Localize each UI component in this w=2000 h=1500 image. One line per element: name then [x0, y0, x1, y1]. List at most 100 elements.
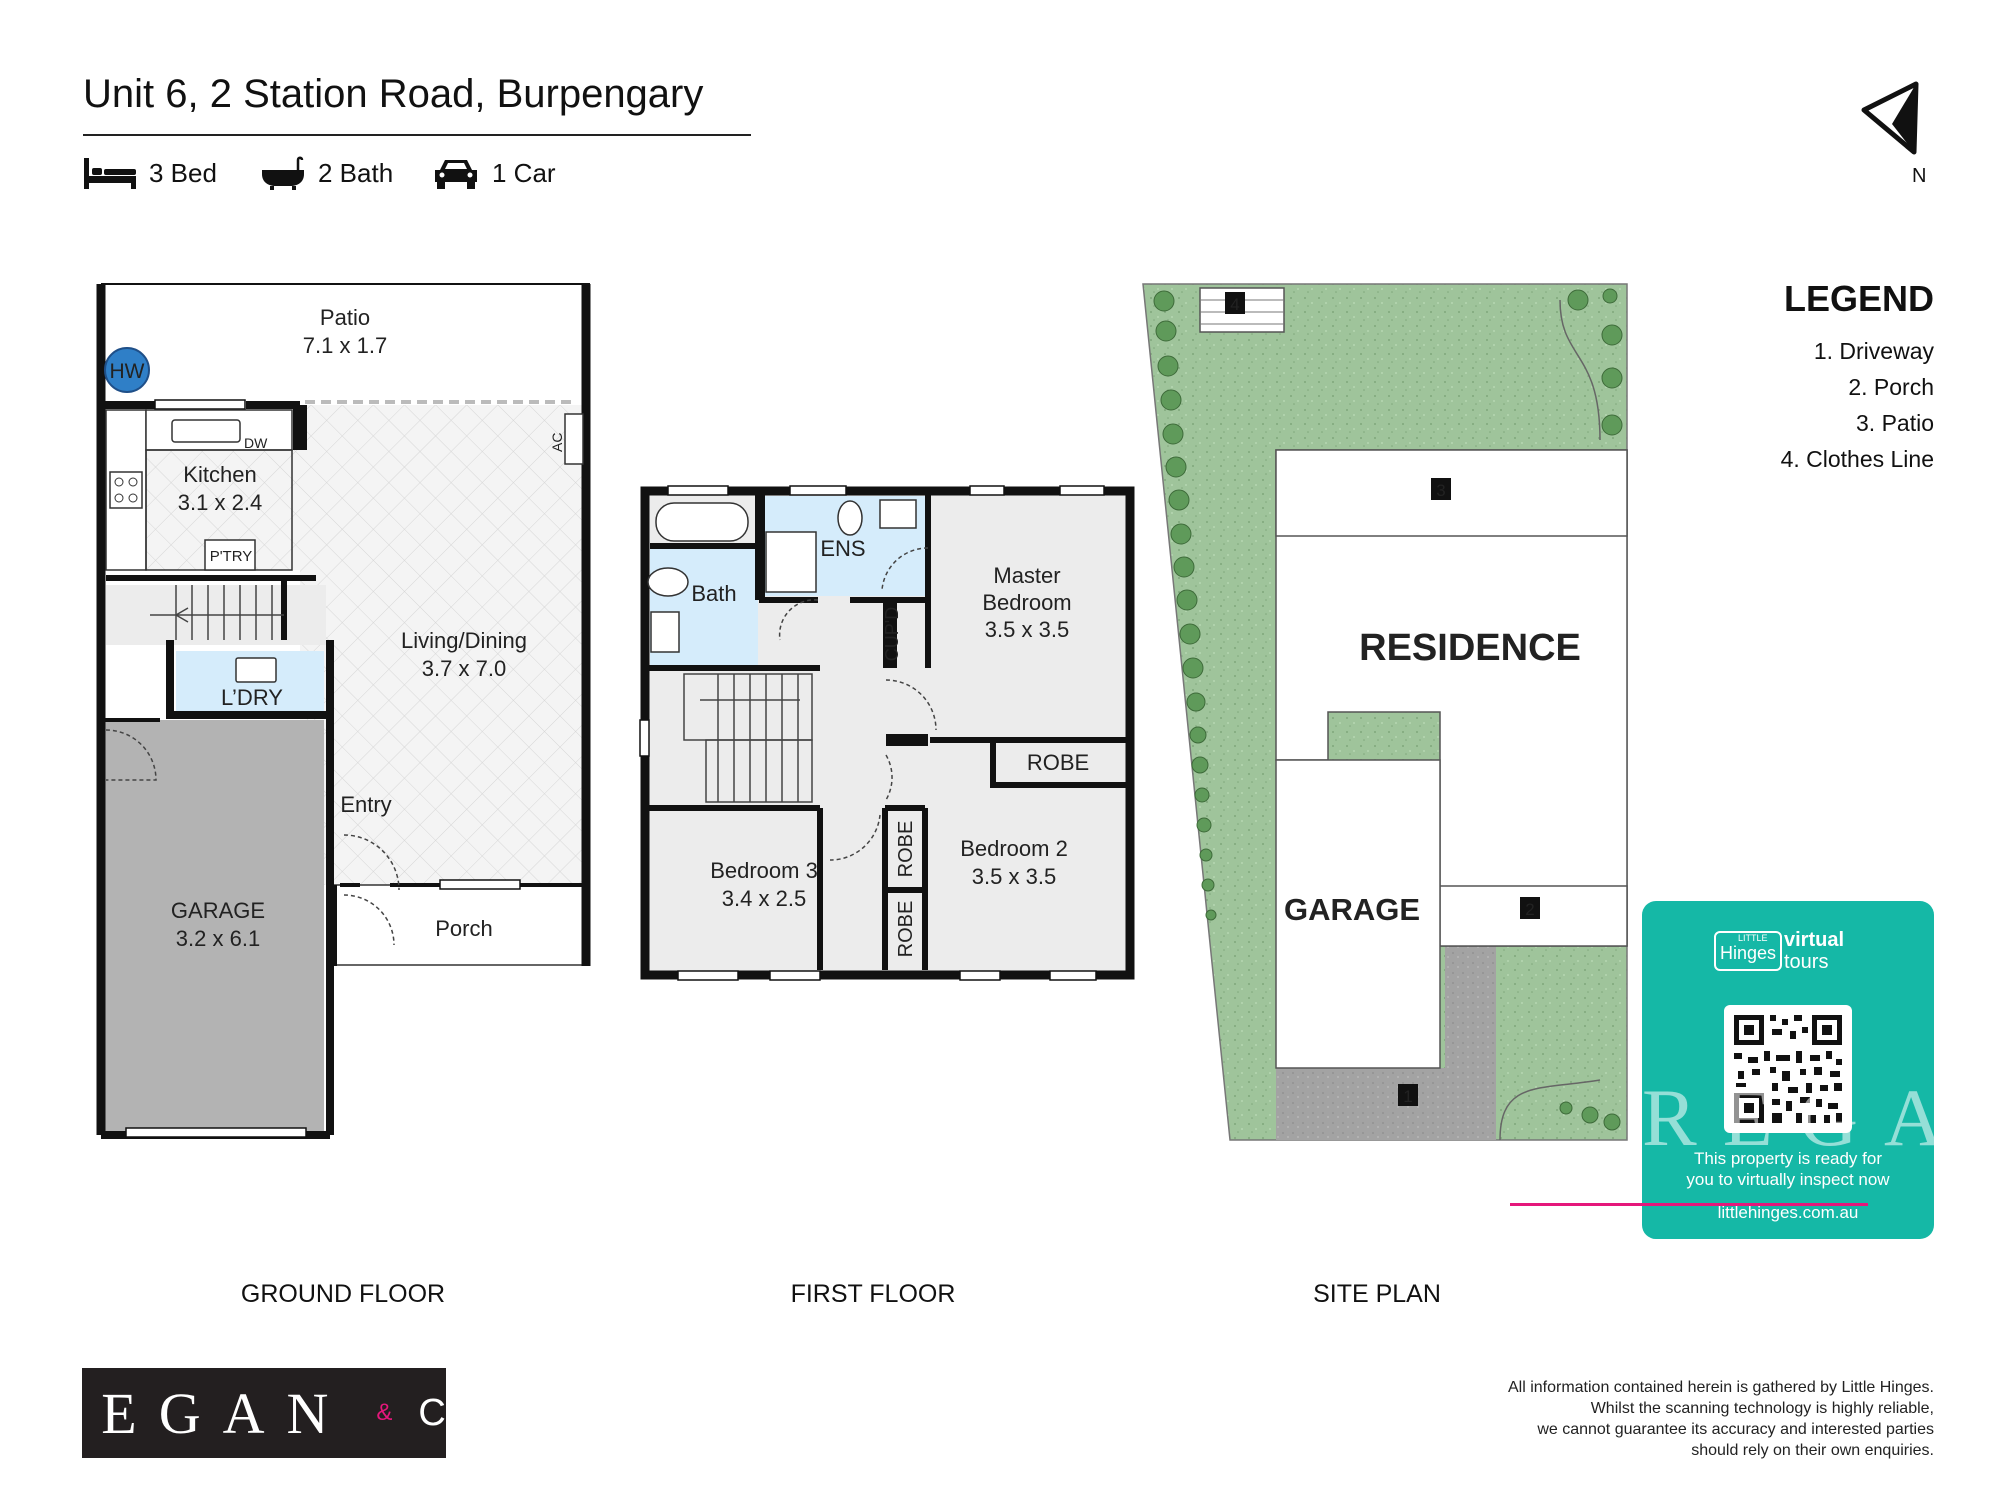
garage-dimension: 3.2 x 6.1 [176, 926, 260, 951]
cupboard-label: CUP'D [882, 607, 902, 661]
first-floor-label: FIRST FLOOR [790, 1280, 956, 1308]
car-icon [435, 160, 477, 189]
kitchen-sink-icon [171, 419, 241, 443]
bedroom2-dimension: 3.5 x 3.5 [972, 864, 1056, 889]
ground-stairs [150, 585, 284, 640]
boundary-shrubs [1153, 288, 1623, 1131]
site-plan: 4 3 2 1 RESIDENCE GARAGE [1142, 283, 1628, 1141]
pantry [204, 539, 256, 571]
promo-text: This property is ready for you to virtua… [1642, 1148, 1934, 1190]
virtual-label: virtual [1784, 929, 1845, 951]
bath-toilet-icon [647, 567, 689, 597]
property-address: Unit 6, 2 Station Road, Burpengary [83, 72, 704, 116]
bathtub-icon [262, 156, 304, 190]
disclaimer-line-3: we cannot guarantee its accuracy and int… [1537, 1421, 1934, 1438]
site-plan-label: SITE PLAN [1313, 1280, 1441, 1308]
first-stairs [683, 673, 813, 803]
bedroom3-label: Bedroom 3 [710, 858, 818, 883]
little-hinges-logo: LITTLE Hinges [1714, 931, 1782, 971]
living-dining-floor [300, 405, 582, 885]
car-stat: 1 Car [432, 156, 556, 190]
logo-ampersand: & [376, 1399, 393, 1426]
residence-label: RESIDENCE [1359, 627, 1581, 669]
laundry-label: L’DRY [221, 685, 283, 710]
hot-water-unit [104, 347, 150, 393]
site-markers: 4 3 2 1 [1225, 292, 1540, 1106]
ensuite-toilet-icon [837, 500, 863, 536]
car-count: 1 Car [492, 157, 556, 188]
promo-line-1: This property is ready for [1693, 1149, 1882, 1168]
virtual-tour-card[interactable]: LITTLE Hinges virtual tours [1510, 901, 2000, 1239]
tours-label: tours [1784, 951, 1829, 973]
accent-rule [1510, 1203, 1868, 1206]
qr-code[interactable] [1724, 1005, 1852, 1133]
garage-label: GARAGE [171, 898, 265, 923]
ensuite-label: ENS [820, 536, 865, 561]
qr-code-icon [1734, 1015, 1842, 1123]
little-hinges-brand: Hinges [1720, 943, 1777, 963]
legend-item-patio: 3. Patio [1856, 410, 1934, 436]
bed-count: 3 Bed [149, 157, 217, 188]
bathtub-fixture [655, 502, 749, 542]
living-dining-label: Living/Dining [401, 628, 527, 653]
dishwasher-label: DW [244, 435, 268, 451]
ac-unit [564, 413, 584, 465]
regan-watermark: REGAN [1642, 1072, 2000, 1163]
disclaimer-line-1: All information contained herein is gath… [1507, 1379, 1934, 1396]
bath-label: Bath [691, 581, 736, 606]
porch-area [333, 884, 587, 966]
ground-floor-label: GROUND FLOOR [240, 1280, 446, 1308]
legend-item-porch: 2. Porch [1848, 374, 1934, 400]
shower-icon [765, 531, 817, 593]
site-garage [1275, 759, 1441, 1069]
patio-area [101, 284, 587, 399]
first-floor-plan: Bath ENS CUP'D Master Bedroom 3.5 x 3.5 … [639, 485, 1135, 981]
disclaimer: All information contained herein is gath… [1334, 1377, 1934, 1461]
promo-url[interactable]: littlehinges.com.au [1717, 1203, 1859, 1222]
little-hinges-small: LITTLE [1738, 933, 1768, 943]
garage-floor [102, 720, 324, 1132]
master-bedroom-dimension: 3.5 x 3.5 [985, 617, 1069, 642]
ensuite-vanity-icon [879, 499, 917, 529]
bedroom2-label: Bedroom 2 [960, 836, 1068, 861]
bed2-robe-label: ROBE [895, 821, 917, 878]
bath-count: 2 Bath [318, 157, 394, 188]
laundry-sink-icon [235, 657, 277, 683]
living-dining-dimension: 3.7 x 7.0 [422, 656, 506, 681]
hw-label: HW [110, 360, 145, 383]
bedroom3-dimension: 3.4 x 2.5 [722, 886, 806, 911]
porch-label: Porch [435, 916, 492, 941]
pantry-label: P'TRY [210, 548, 253, 565]
driveway [1276, 946, 1496, 1140]
bath-vanity-icon [650, 611, 680, 653]
bed3-robe-label: ROBE [895, 901, 917, 958]
regan-co-logo: REGAN & CO [41, 1368, 481, 1458]
entry-label: Entry [340, 792, 391, 817]
kitchen-dimension: 3.1 x 2.4 [178, 490, 262, 515]
logo-co-text: CO [418, 1391, 488, 1434]
patio-label: Patio [320, 305, 370, 330]
kitchen-label: Kitchen [183, 462, 256, 487]
north-arrow-icon: N [1861, 81, 1926, 187]
patio-dimension: 7.1 x 1.7 [303, 333, 387, 358]
bed-icon [84, 158, 136, 189]
marker-1: 1 [1403, 1087, 1412, 1106]
ground-floor-plan: Patio 7.1 x 1.7 HW DW AC Kitchen 3.1 x 2… [96, 283, 591, 1139]
disclaimer-line-4: should rely on their own enquiries. [1691, 1442, 1934, 1459]
marker-3: 3 [1436, 481, 1445, 500]
ac-label: AC [549, 433, 565, 452]
marker-4: 4 [1230, 295, 1239, 314]
disclaimer-line-2: Whilst the scanning technology is highly… [1590, 1400, 1934, 1417]
legend-item-clothes-line: 4. Clothes Line [1780, 446, 1934, 472]
marker-2: 2 [1525, 900, 1534, 919]
cooktop-icon [109, 471, 143, 509]
legend-item-driveway: 1. Driveway [1813, 338, 1934, 364]
promo-line-2: you to virtually inspect now [1686, 1170, 1890, 1189]
bed-stat: 3 Bed [83, 156, 217, 190]
logo-regan-text: REGAN [40, 1380, 351, 1446]
legend-title: LEGEND [1783, 278, 1934, 319]
master-bedroom-label-2: Bedroom [982, 590, 1071, 615]
bath-stat: 2 Bath [260, 156, 393, 190]
site-patio [1275, 449, 1628, 537]
